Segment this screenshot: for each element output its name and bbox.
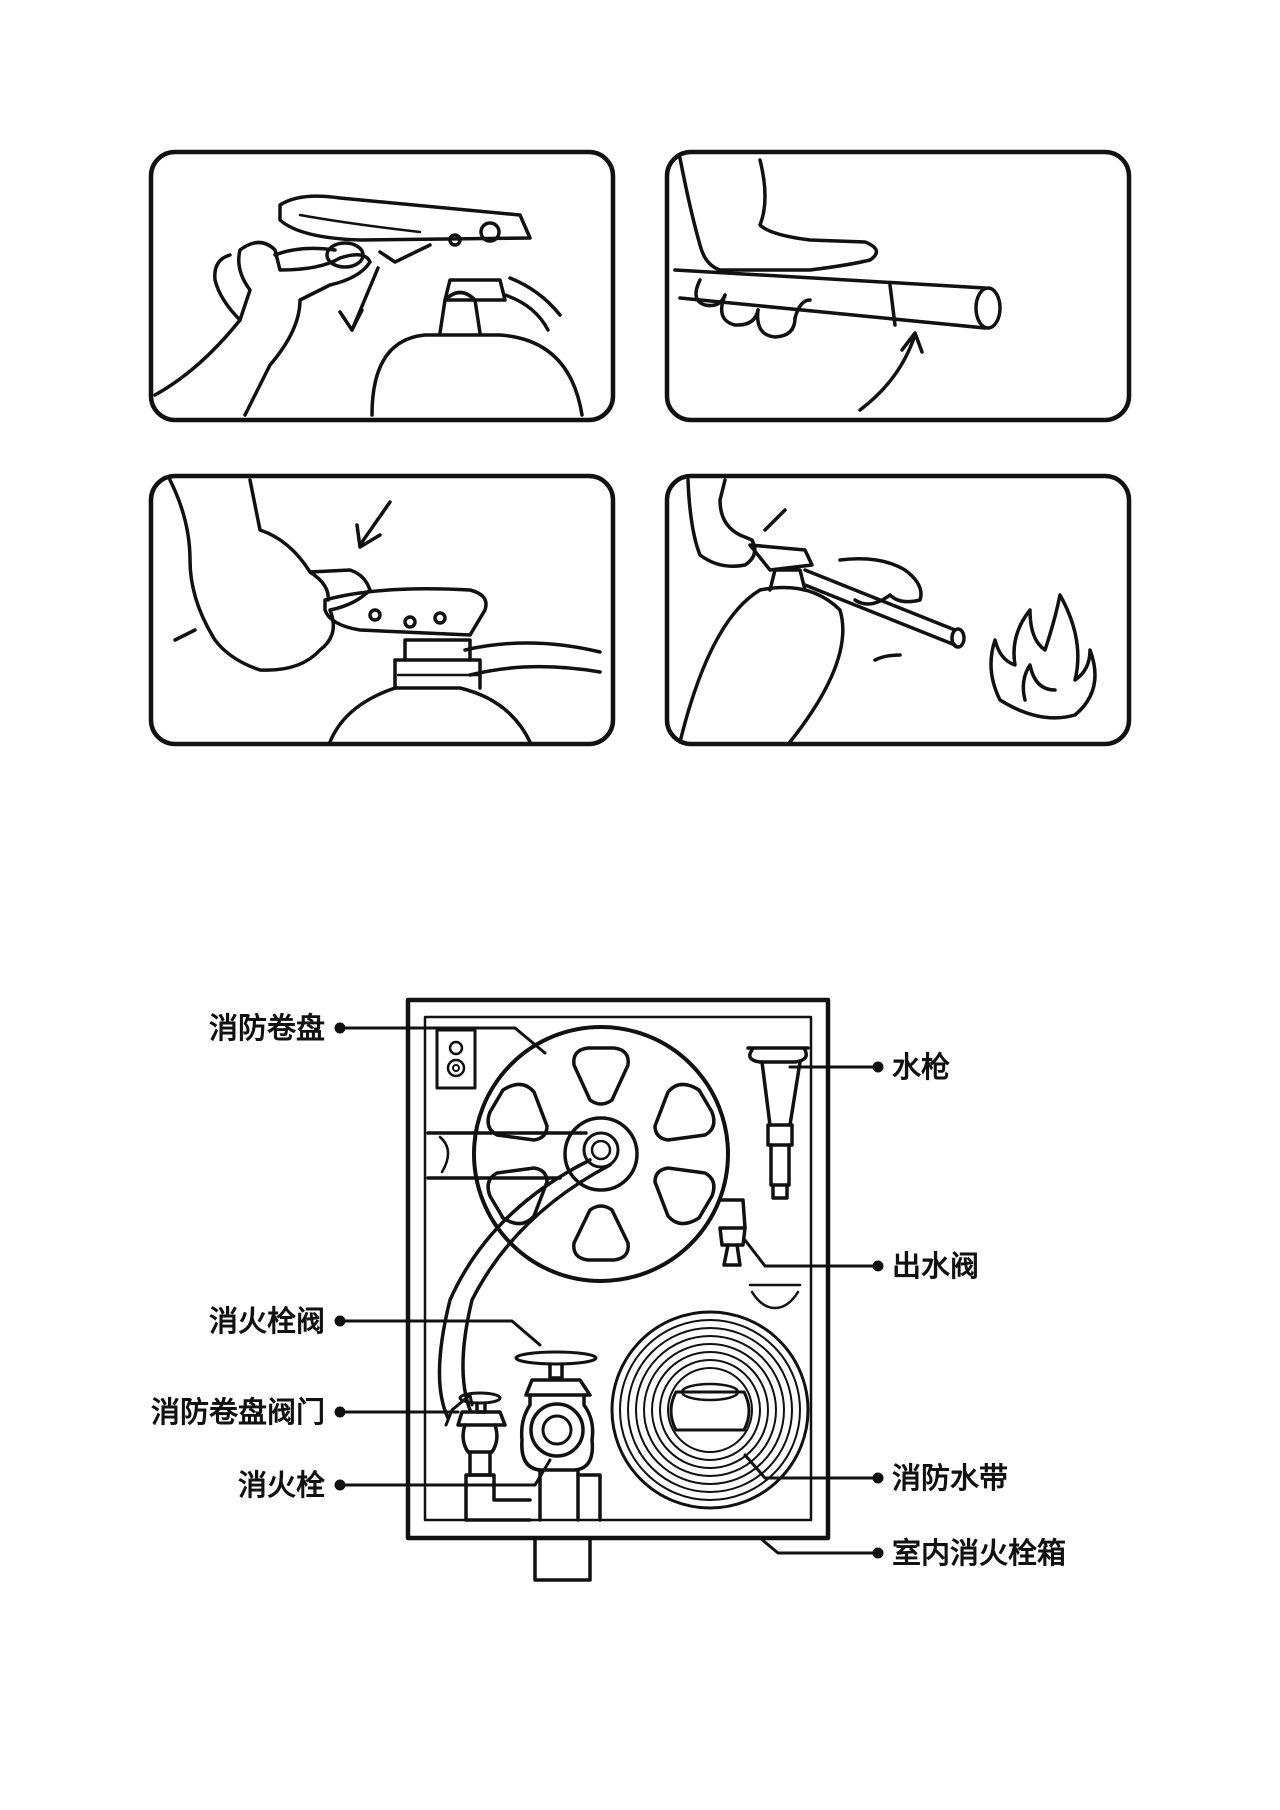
label-nozzle: 水枪 xyxy=(892,1050,951,1084)
nozzle xyxy=(746,1046,810,1200)
label-reel-valve: 消防卷盘阀门 xyxy=(150,1395,325,1429)
label-hydrant: 消火栓 xyxy=(237,1468,325,1502)
panel-press-handle xyxy=(148,473,616,747)
label-hydrant-valve: 消火栓阀 xyxy=(208,1304,325,1338)
hydrant-cabinet xyxy=(405,997,831,1582)
leader-lines xyxy=(334,1022,884,1559)
label-fire-hose: 消防水带 xyxy=(892,1461,1009,1495)
hose-reel xyxy=(426,1025,730,1420)
label-outlet-valve: 出水阀 xyxy=(892,1249,980,1283)
panel-aim-hose xyxy=(664,149,1132,423)
reel-valve xyxy=(444,1391,532,1522)
panel-spray-fire xyxy=(664,473,1132,747)
label-cabinet: 室内消火栓箱 xyxy=(892,1536,1067,1570)
hydrant-valve-and-hydrant xyxy=(514,1350,602,1522)
panel-pull-pin xyxy=(148,149,616,423)
outlet-valve xyxy=(718,1198,747,1267)
label-hose-reel: 消防卷盘 xyxy=(208,1011,325,1045)
fire-hose-roll xyxy=(610,1283,810,1510)
